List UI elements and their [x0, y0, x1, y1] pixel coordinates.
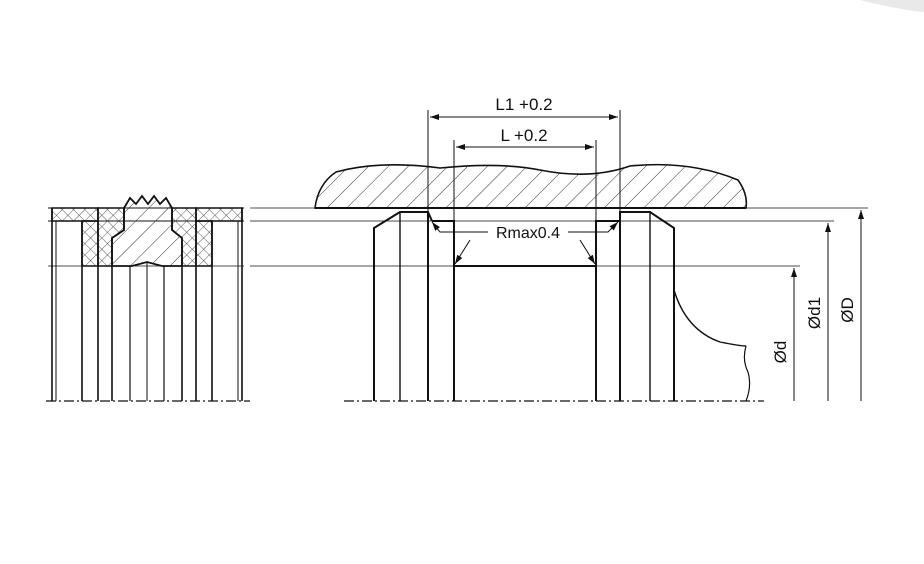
- radius-label: Rmax0.4: [496, 225, 560, 242]
- dim-l-label: L +0.2: [500, 126, 547, 145]
- dimensions: [427, 110, 864, 401]
- housing-section: [314, 163, 748, 209]
- shaft-groove: [344, 211, 764, 402]
- dim-l1-label: L1 +0.2: [495, 95, 552, 114]
- seal-cross-section: [46, 194, 250, 402]
- dim-d1-label: Ød1: [805, 297, 824, 329]
- dim-d-label: Ød: [771, 341, 790, 364]
- corner-shadow: [860, 0, 924, 12]
- dim-D-label: ØD: [838, 297, 857, 323]
